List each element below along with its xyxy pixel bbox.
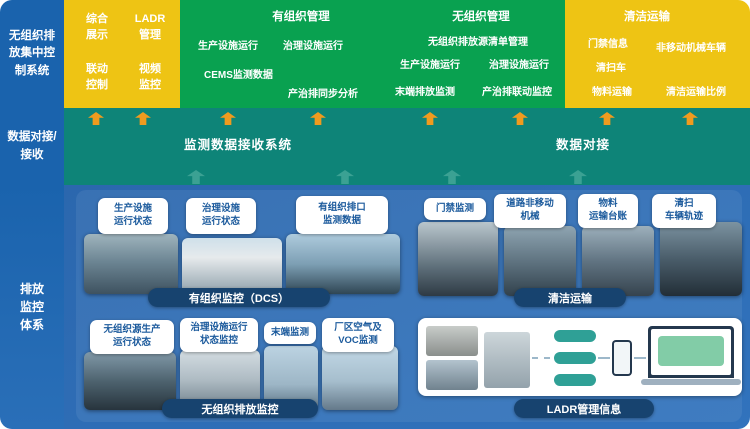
ladr-label: LADR管理信息 [514, 399, 654, 418]
platform-modules-band [64, 0, 180, 108]
photo-nonroad-machinery [504, 226, 576, 296]
transport-item-nonroad[interactable]: 非移动机械车辆 [656, 43, 726, 54]
unorganized-item-terminal[interactable]: 末端排放监测 [395, 87, 455, 98]
transport-item-gate[interactable]: 门禁信息 [588, 39, 628, 50]
unorganized-monitor-label: 无组织排放监控 [162, 399, 318, 418]
organized-item-production[interactable]: 生产设施运行 [198, 41, 258, 52]
card-outlet-data: 有组织排口 监测数据 [296, 196, 388, 234]
sidebar-data-dock-box: 数据对接/接收 [0, 108, 64, 185]
card-material-ledger: 物料 运输台账 [578, 194, 638, 228]
transport-item-ratio[interactable]: 清洁运输比例 [666, 87, 726, 98]
module-comprehensive-display[interactable]: 综合 展示 [86, 13, 108, 41]
ladr-photo-1 [426, 326, 478, 356]
ladr-photo-2 [426, 360, 478, 390]
organized-item-cems[interactable]: CEMS监测数据 [204, 70, 273, 81]
transport-item-sweeper[interactable]: 清扫车 [596, 63, 626, 74]
unorganized-item-inventory[interactable]: 无组织排放源清单管理 [428, 37, 528, 48]
clean-transport-label: 清洁运输 [514, 288, 626, 307]
sidebar-monitor-box: 排放监控体系 [0, 185, 64, 429]
photo-treatment-facility [182, 238, 282, 294]
photo-production-facility [84, 234, 178, 294]
organized-item-sync-analysis[interactable]: 产治排同步分析 [288, 89, 358, 100]
transport-title: 清洁运输 [624, 11, 670, 23]
data-receive-band [64, 108, 750, 185]
card-nonroad-machinery: 道路非移动 机械 [494, 194, 566, 228]
unorganized-item-linkage-monitor[interactable]: 产治排联动监控 [482, 87, 552, 98]
card-production-status: 生产设施 运行状态 [98, 198, 168, 234]
unorganized-item-production[interactable]: 生产设施运行 [400, 60, 460, 71]
flow-connector [598, 357, 610, 359]
unorganized-item-treatment[interactable]: 治理设施运行 [489, 60, 549, 71]
photo-air-voc-station [322, 346, 398, 410]
card-unorganized-source: 无组织源生产 运行状态 [90, 320, 174, 354]
organized-item-treatment[interactable]: 治理设施运行 [283, 41, 343, 52]
module-video-monitoring[interactable]: 视频 监控 [139, 63, 161, 91]
photo-sweeper-truck [660, 222, 742, 296]
sidebar-system-box: 无组织排放集中控制系统 [0, 0, 64, 108]
system-title: 无组织排放集中控制系统 [9, 30, 55, 77]
module-linkage-control[interactable]: 联动 控制 [86, 63, 108, 91]
flow-connector [532, 357, 550, 359]
organized-management-title: 有组织管理 [272, 11, 330, 23]
card-terminal-monitoring: 末端监测 [264, 322, 316, 344]
dcs-label: 有组织监控（DCS） [148, 288, 330, 307]
flow-step-3 [554, 374, 596, 386]
photo-gate-monitoring [418, 222, 498, 296]
laptop-icon [641, 326, 741, 385]
photo-unorganized-source [84, 352, 176, 410]
card-gate-monitoring: 门禁监测 [424, 198, 486, 220]
card-treatment-monitor: 治理设施运行 状态监控 [180, 318, 258, 352]
flow-step-1 [554, 330, 596, 342]
data-dock-title: 数据对接/接收 [7, 131, 57, 161]
transport-item-material[interactable]: 物料运输 [592, 87, 632, 98]
photo-material-transport [582, 226, 654, 296]
transport-band [565, 0, 750, 108]
management-band [180, 0, 565, 108]
ladr-photo-3 [484, 332, 530, 388]
photo-organized-outlet [286, 234, 400, 294]
module-ladr-management[interactable]: LADR 管理 [134, 13, 166, 41]
card-treatment-status: 治理设施 运行状态 [186, 198, 256, 234]
data-dock-label: 数据对接 [556, 138, 611, 152]
unorganized-management-title: 无组织管理 [452, 11, 510, 23]
receive-system-label: 监测数据接收系统 [184, 138, 293, 152]
flow-connector [634, 357, 646, 359]
monitor-title: 排放监控体系 [19, 282, 44, 332]
card-air-voc: 厂区空气及 VOC监测 [322, 318, 394, 352]
flow-step-2 [554, 352, 596, 364]
card-sweeper-track: 清扫 车辆轨迹 [652, 194, 716, 228]
phone-icon [612, 340, 632, 376]
